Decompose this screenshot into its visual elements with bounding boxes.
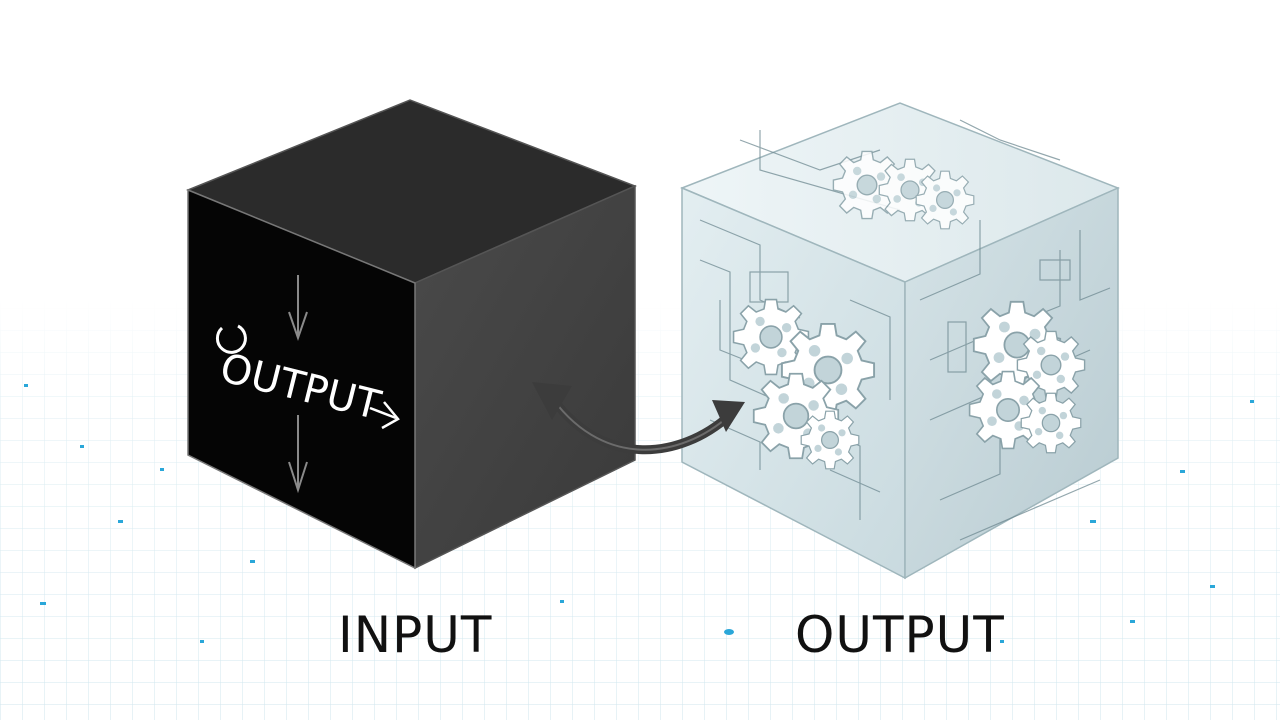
- black-box-front: [187, 188, 416, 570]
- double-headed-curved-arrow-icon: [532, 382, 745, 455]
- down-arrow-icon: [288, 415, 308, 494]
- black-box: OUTPUT: [186, 99, 637, 570]
- output-label: OUTPUT: [795, 606, 1005, 664]
- glass-box: [680, 102, 1120, 580]
- floor-dot: [724, 629, 734, 635]
- right-arrow-icon: [369, 401, 400, 430]
- input-label: INPUT: [338, 606, 493, 664]
- down-arrow-icon: [288, 275, 308, 342]
- circle-icon: [215, 324, 247, 354]
